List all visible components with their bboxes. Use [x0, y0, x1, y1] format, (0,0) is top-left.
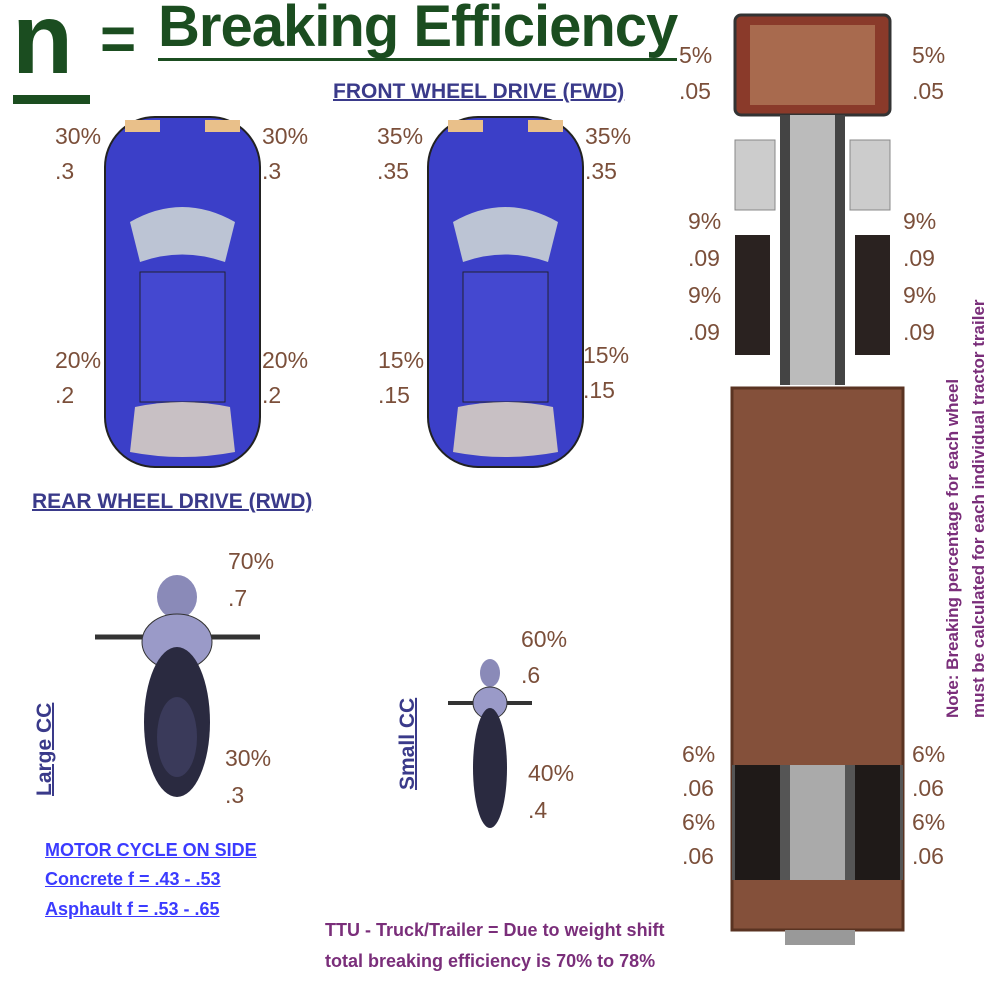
rwd-front-left: 30%.3 — [55, 123, 102, 184]
large-motorcycle-image — [95, 575, 260, 797]
tractor-trailer-image — [730, 13, 905, 945]
rwd-rear-left: 20%.2 — [55, 347, 102, 408]
ttu-note-line-1: TTU - Truck/Trailer = Due to weight shif… — [325, 920, 665, 940]
rwd-front-right: 30%.3 — [262, 123, 309, 184]
note-line-1: Note: Breaking percentage for each wheel — [943, 378, 962, 718]
fwd-heading: FRONT WHEEL DRIVE (FWD) — [333, 80, 625, 103]
large-moto-rear: 30%.3 — [225, 745, 272, 808]
small-motorcycle-image — [448, 659, 532, 828]
eta-underline — [13, 95, 90, 104]
truck-steer-right: 5%.05 — [912, 42, 946, 104]
rwd-car-image — [104, 116, 261, 468]
motorcycle-on-side-link[interactable]: MOTOR CYCLE ON SIDE — [45, 840, 257, 860]
concrete-friction-link[interactable]: Concrete f = .43 - .53 — [45, 869, 221, 889]
fwd-front-left: 35%.35 — [377, 123, 424, 184]
small-moto-rear: 40%.4 — [528, 760, 575, 823]
rwd-heading: REAR WHEEL DRIVE (RWD) — [32, 490, 313, 513]
fwd-rear-right: 15%.15 — [583, 342, 630, 403]
large-cc-label: Large CC — [33, 702, 56, 796]
eta-symbol: n — [12, 0, 74, 95]
equals-sign: = — [100, 5, 137, 74]
fwd-car-image — [427, 116, 584, 468]
small-cc-label: Small CC — [396, 697, 419, 790]
page-title: Breaking Efficiency — [158, 0, 678, 61]
truck-steer-left: 5%.05 — [679, 42, 713, 104]
ttu-note-line-2: total breaking efficiency is 70% to 78% — [325, 951, 656, 971]
fwd-rear-left: 15%.15 — [378, 347, 425, 408]
asphalt-friction-link[interactable]: Asphault f = .53 - .65 — [45, 899, 220, 919]
fwd-front-right: 35%.35 — [585, 123, 632, 184]
small-moto-front: 60%.6 — [521, 626, 568, 688]
large-moto-front: 70%.7 — [228, 548, 275, 611]
note-line-2: must be calculated for each individual t… — [969, 299, 988, 718]
rwd-rear-right: 20%.2 — [262, 347, 309, 408]
